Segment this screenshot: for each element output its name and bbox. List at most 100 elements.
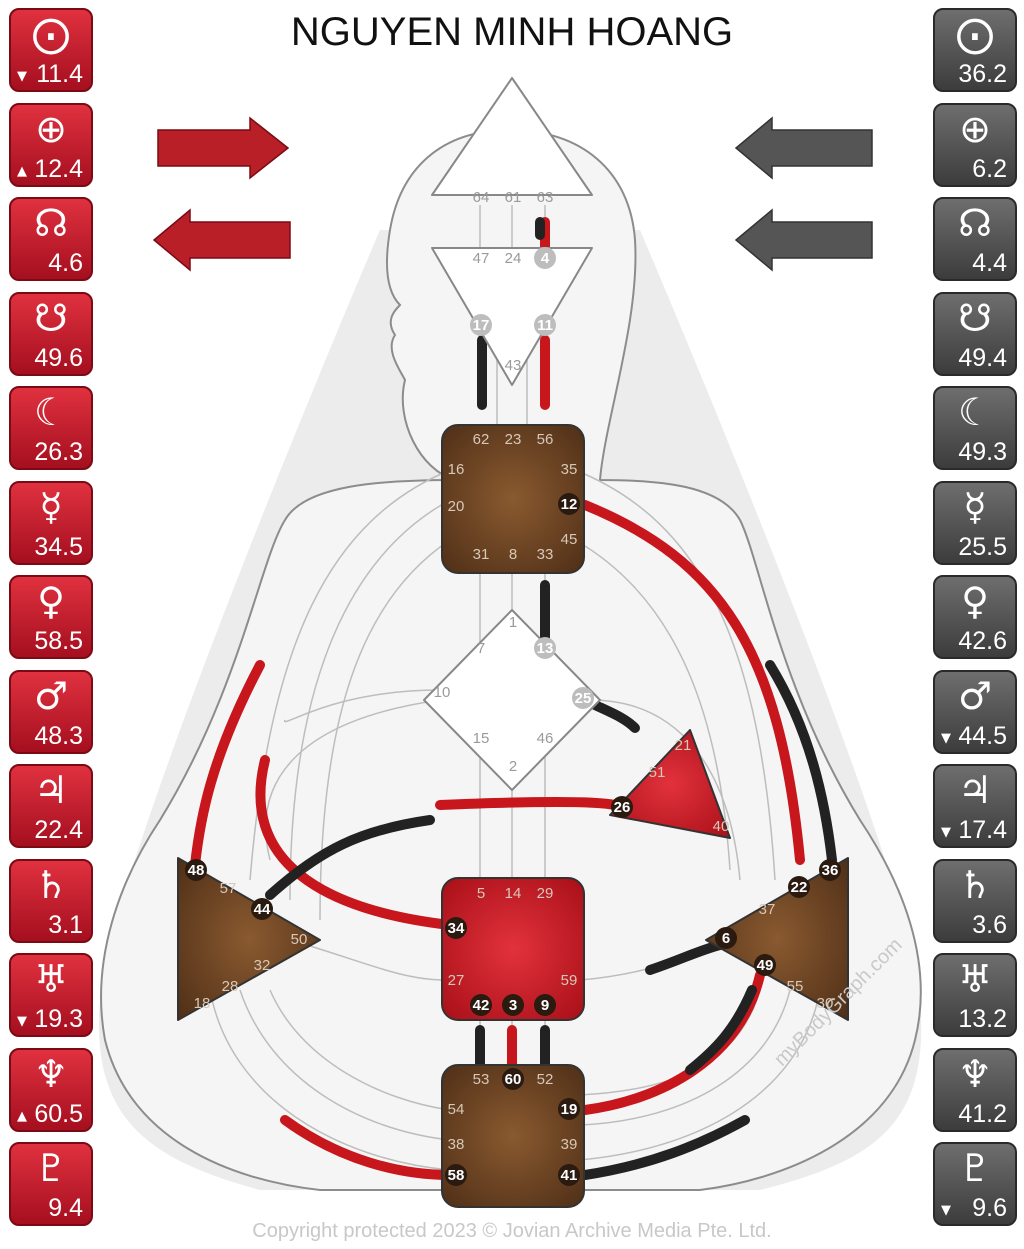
gate-12: 12 — [561, 496, 578, 513]
north-node-icon: ☊ — [958, 201, 992, 245]
active-gate-marker — [611, 796, 633, 818]
design-tile-saturn: ♄3.1 — [9, 858, 93, 943]
root-center — [441, 1064, 585, 1208]
neptune-icon: ♆ — [957, 1051, 993, 1096]
gate-15: 15 — [473, 730, 490, 747]
mercury-icon: ☿ — [39, 484, 63, 529]
pluto-icon: ♇ — [33, 1146, 69, 1190]
gate-line-value: 34.5 — [34, 532, 83, 561]
gate-line-value: 26.3 — [34, 438, 83, 466]
personality-tile-moon: ☾49.3 — [933, 386, 1017, 470]
gate-50: 50 — [291, 931, 308, 948]
design-tile-jupiter: ♃ 22.4 — [9, 764, 93, 848]
gate-6: 6 — [722, 930, 730, 947]
mercury-icon: ☿ — [963, 484, 987, 529]
gate-32: 32 — [254, 957, 271, 974]
gate-46: 46 — [537, 730, 554, 747]
design-tile-moon: ☾ 26.3 — [9, 386, 93, 470]
active-gate-marker — [558, 493, 580, 515]
design-tile-venus: ♀58.5 — [9, 575, 93, 659]
gate-line-value: 13.2 — [958, 1005, 1007, 1033]
gate-line-value: 49.6 — [34, 343, 83, 372]
gate-49: 49 — [757, 957, 774, 974]
pluto-icon: ♇ — [957, 1146, 993, 1190]
saturn-icon: ♄ — [33, 862, 69, 907]
neptune-icon: ♆ — [33, 1051, 69, 1096]
gate-31: 31 — [473, 546, 490, 563]
personality-tile-neptune: ♆41.2 — [933, 1047, 1017, 1132]
gate-line-value: 6.2 — [972, 154, 1007, 183]
gate-51: 51 — [649, 764, 666, 781]
active-gate-marker — [558, 1164, 580, 1186]
personality-arrow-bottom — [734, 208, 873, 272]
jupiter-icon: ♃ — [957, 768, 993, 812]
up-triangle-icon: ▲ — [17, 1108, 27, 1124]
chart-title: NGUYEN MINH HOANG — [290, 10, 734, 54]
personality-arrow-top — [734, 116, 873, 180]
down-triangle-icon: ▼ — [17, 69, 27, 84]
gate-line-value: 25.5 — [958, 532, 1007, 561]
ego-center — [609, 729, 731, 839]
active-gate-marker — [754, 954, 776, 976]
gate-line-value: 11.4 — [36, 60, 83, 88]
gate-line-value: 3.6 — [972, 910, 1007, 939]
gate-line-value: 44.5 — [958, 721, 1007, 750]
active-gate-marker — [534, 247, 556, 269]
gate-18: 18 — [194, 995, 211, 1012]
active-gate-marker — [534, 314, 556, 336]
active-gate-marker — [534, 994, 556, 1016]
gate-13: 13 — [537, 640, 554, 657]
gate-2: 2 — [509, 758, 517, 775]
personality-tile-north-node: ☊ 4.4 — [933, 197, 1017, 281]
personality-tile-earth: ⊕6.2 — [933, 102, 1017, 187]
personality-tile-mars: ♂44.5▼ — [933, 669, 1017, 754]
active-gate-marker — [445, 917, 467, 939]
gate-58: 58 — [448, 1167, 465, 1184]
personality-tile-mercury: ☿ 25.5 — [933, 480, 1017, 565]
spleen-center — [177, 857, 321, 1021]
gate-line-value: 4.6 — [48, 249, 83, 277]
gate-9: 9 — [541, 997, 549, 1014]
active-gate-marker — [470, 994, 492, 1016]
gate-37: 37 — [759, 901, 776, 918]
gate-5: 5 — [477, 885, 485, 902]
gate-8: 8 — [509, 546, 517, 563]
gate-40: 40 — [713, 818, 730, 835]
gate-7: 7 — [477, 640, 485, 657]
gate-line-value: 42.6 — [958, 627, 1007, 655]
active-gate-marker — [502, 1068, 524, 1090]
design-tile-mercury: ☿ 34.5 — [9, 480, 93, 565]
design-tile-uranus: ♅19.3▼ — [9, 953, 93, 1037]
design-tile-neptune: ♆60.5▲ — [9, 1047, 93, 1132]
g-center — [423, 609, 601, 791]
active-gate-marker — [715, 927, 737, 949]
sun-icon: ⨀ — [956, 12, 994, 56]
gate-35: 35 — [561, 461, 578, 478]
gate-36: 36 — [822, 862, 839, 879]
jupiter-icon: ♃ — [33, 768, 69, 812]
gate-26: 26 — [614, 799, 631, 816]
gate-line-value: 22.4 — [34, 816, 83, 844]
throat-center — [441, 424, 585, 574]
down-triangle-icon: ▼ — [941, 825, 951, 840]
gate-line-value: 36.2 — [958, 60, 1007, 88]
moon-icon: ☾ — [33, 390, 69, 434]
gate-34: 34 — [448, 920, 465, 937]
personality-tile-uranus: ♅13.2 — [933, 953, 1017, 1037]
gate-53: 53 — [473, 1071, 490, 1088]
earth-icon: ⊕ — [35, 106, 67, 151]
gate-17: 17 — [473, 317, 490, 334]
gate-3: 3 — [509, 997, 517, 1014]
gate-47: 47 — [473, 250, 490, 267]
personality-tile-sun: ⨀ 36.2 — [933, 8, 1017, 92]
gate-1: 1 — [509, 614, 517, 631]
gate-59: 59 — [561, 972, 578, 989]
gate-line-value: 4.4 — [972, 249, 1007, 277]
gate-57: 57 — [220, 880, 237, 897]
moon-icon: ☾ — [957, 390, 993, 434]
gate-45: 45 — [561, 531, 578, 548]
gate-54: 54 — [448, 1101, 465, 1118]
sun-icon: ⨀ — [32, 12, 70, 56]
down-triangle-icon: ▼ — [17, 1014, 27, 1029]
gate-29: 29 — [537, 885, 554, 902]
